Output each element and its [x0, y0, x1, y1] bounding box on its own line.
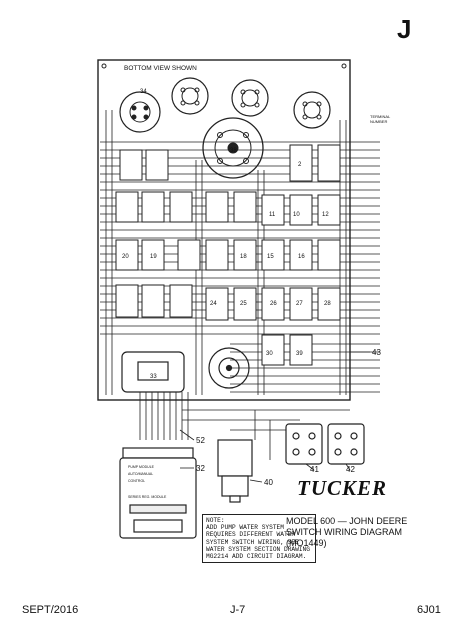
- terminal-label: TERMINAL: [370, 114, 391, 119]
- gauge-36: [171, 77, 209, 115]
- svg-text:30: 30: [266, 351, 273, 357]
- svg-text:PUMP MODULE: PUMP MODULE: [128, 465, 155, 469]
- switch-row-1: [119, 144, 341, 182]
- note-line: NOTE:: [206, 517, 225, 524]
- svg-text:20: 20: [122, 254, 129, 260]
- svg-text:39: 39: [296, 351, 303, 357]
- component-42: [327, 423, 365, 465]
- note-line: WATER SYSTEM SECTION DRAWING: [206, 545, 310, 553]
- callout-43: 43: [372, 348, 381, 357]
- switch-row-3: [115, 239, 341, 271]
- svg-text:24: 24: [210, 301, 217, 307]
- callout-40: 40: [264, 478, 273, 487]
- callout-42: 42: [346, 465, 355, 474]
- svg-text:12: 12: [322, 212, 329, 218]
- component-41: [285, 423, 323, 465]
- switch-row-4: [115, 284, 341, 321]
- title-line-1: MODEL 600 — JOHN DEERE: [286, 516, 408, 526]
- switch-row-2: [115, 191, 341, 226]
- lower-harness: [139, 392, 350, 460]
- svg-text:CONTROL: CONTROL: [128, 479, 145, 483]
- controller-32-text: PUMP MODULE AUTO/MANUAL CONTROL SERIES R…: [128, 465, 167, 499]
- component-31: [208, 347, 250, 389]
- svg-text:26: 26: [270, 301, 277, 307]
- svg-text:10: 10: [293, 212, 300, 218]
- note-box: NOTE: ADD PUMP WATER SYSTEM REQUIRES DIF…: [202, 514, 316, 564]
- bottom-view-label: BOTTOM VIEW SHOWN: [124, 65, 197, 72]
- svg-text:11: 11: [269, 212, 276, 218]
- svg-text:16: 16: [298, 254, 305, 260]
- module-33: [121, 351, 185, 393]
- title-block: MODEL 600 — JOHN DEERE SWITCH WIRING DIA…: [286, 516, 407, 549]
- page-letter: J: [397, 14, 412, 44]
- note-line: MG2214 ADD CIRCUIT DIAGRAM.: [206, 553, 307, 561]
- gauge-35: [293, 91, 331, 129]
- svg-text:SERIES REG. MODULE: SERIES REG. MODULE: [128, 495, 167, 499]
- svg-text:15: 15: [267, 254, 274, 260]
- svg-text:28: 28: [324, 301, 331, 307]
- controller-32: [119, 447, 197, 539]
- svg-text:38: 38: [230, 148, 237, 154]
- tucker-logo: TUCKER: [297, 476, 387, 501]
- svg-text:34: 34: [140, 89, 147, 95]
- footer-page: J-7: [230, 604, 246, 616]
- svg-text:AUTO/MANUAL: AUTO/MANUAL: [128, 472, 153, 476]
- footer-code: 6J01: [417, 604, 441, 616]
- switch-row-5: [261, 334, 313, 366]
- svg-text:19: 19: [150, 254, 157, 260]
- callout-32: 32: [196, 464, 205, 473]
- callout-leaders: [179, 351, 370, 483]
- svg-text:2: 2: [298, 162, 302, 168]
- svg-text:33: 33: [150, 374, 157, 380]
- component-numbers: 34 38 2 10 11 12 15 16 18 19 20 24 25 26…: [122, 89, 331, 380]
- callout-52: 52: [196, 436, 205, 445]
- footer-date: SEPT/2016: [22, 604, 79, 616]
- svg-text:NUMBER: NUMBER: [370, 119, 387, 124]
- note-line: ADD PUMP WATER SYSTEM: [206, 524, 284, 532]
- component-40: [217, 439, 253, 503]
- svg-text:18: 18: [240, 254, 247, 260]
- callout-41: 41: [310, 465, 319, 474]
- title-line-3: (MO1449): [286, 538, 327, 548]
- note-line: SYSTEM SWITCH WIRING, SEE: [206, 538, 299, 546]
- svg-text:27: 27: [296, 301, 303, 307]
- svg-text:25: 25: [240, 301, 247, 307]
- gauge-37: [231, 79, 269, 117]
- gauge-34: [119, 91, 161, 133]
- note-line: REQUIRES DIFFERENT WATER: [206, 531, 296, 539]
- logo-text: TUCKER: [297, 476, 388, 500]
- title-line-2: SWITCH WIRING DIAGRAM: [286, 527, 402, 537]
